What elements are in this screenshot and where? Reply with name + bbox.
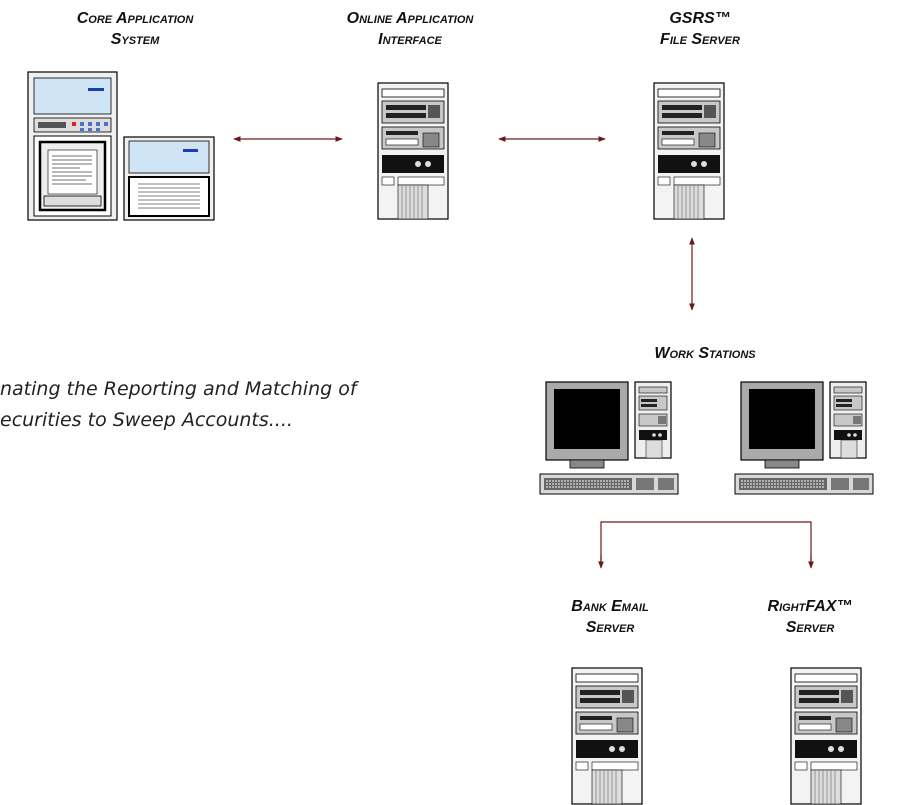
gsrs-label: GSRS™ File Server	[600, 8, 800, 50]
bank-email-server-icon	[571, 667, 643, 805]
printer-icon	[123, 136, 215, 221]
tagline-line1: nating the Reporting and Matching of	[0, 378, 357, 400]
bank-email-label-line1: Bank Email	[571, 598, 649, 615]
mainframe-icon	[27, 71, 118, 221]
online-app-label-line1: Online Application	[346, 10, 474, 27]
online-app-label: Online Application Interface	[285, 8, 535, 50]
work-stations-label: Work Stations	[590, 343, 820, 364]
tagline-line2: ecurities to Sweep Accounts....	[0, 409, 293, 431]
gsrs-label-line2: File Server	[660, 31, 740, 48]
tagline: nating the Reporting and Matching of ecu…	[0, 374, 357, 436]
workstation-icon-2	[734, 381, 874, 495]
rightfax-server-icon	[790, 667, 862, 805]
bank-email-label-line2: Server	[585, 619, 635, 636]
rightfax-label-line1: RightFAX™	[767, 598, 853, 615]
online-app-server-icon	[377, 82, 449, 220]
core-app-label-line1: Core Application	[76, 10, 194, 27]
online-app-label-line2: Interface	[378, 31, 442, 48]
core-app-label-line2: System	[110, 31, 160, 48]
gsrs-label-line1: GSRS™	[669, 10, 731, 27]
rightfax-label-line2: Server	[785, 619, 835, 636]
core-app-label: Core Application System	[0, 8, 270, 50]
bank-email-label: Bank Email Server	[510, 596, 710, 638]
workstation-icon-1	[539, 381, 679, 495]
rightfax-label: RightFAX™ Server	[720, 596, 898, 638]
connector-workstations-servers	[600, 521, 812, 566]
gsrs-server-icon	[653, 82, 725, 220]
work-stations-label-line1: Work Stations	[654, 345, 756, 362]
